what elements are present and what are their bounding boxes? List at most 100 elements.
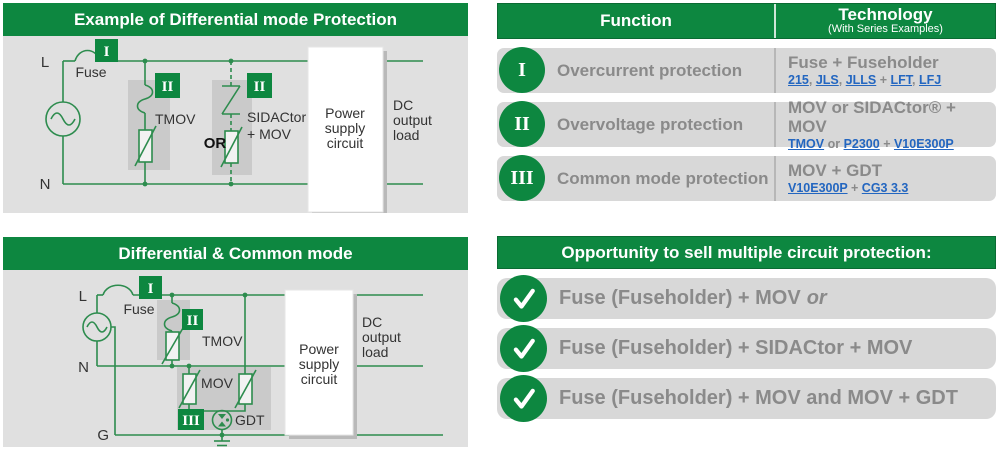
series-link[interactable]: CG3 3.3 — [861, 181, 909, 195]
table-row: I Overcurrent protection Fuse + Fusehold… — [497, 47, 996, 93]
column-header-technology: Technology (With Series Examples) — [776, 4, 995, 38]
power-supply-label-3: circuit — [327, 135, 364, 151]
series-links: V10E300P + CG3 3.3 — [788, 180, 992, 196]
badge-ii-tmov: II — [155, 73, 180, 98]
fuse-label: Fuse — [75, 64, 106, 80]
separator: , — [808, 73, 816, 87]
table-header: Function Technology (With Series Example… — [497, 3, 996, 39]
ac-source-icon — [45, 101, 81, 137]
dc-label-1: DC — [393, 97, 413, 113]
technology-cell: Fuse + Fuseholder 215, JLS, JLLS + LFT, … — [774, 48, 996, 93]
power-supply-label-1: Power — [325, 105, 365, 121]
technology-title: MOV + GDT — [788, 161, 882, 180]
separator: or — [824, 136, 844, 151]
mov-label: MOV — [201, 375, 234, 391]
power-supply-label-2: supply — [325, 120, 365, 136]
sidactor-branch — [220, 61, 243, 184]
line-l-label: L — [79, 288, 87, 305]
tmov-branch — [161, 295, 184, 366]
panel-title: Differential & Common mode — [3, 237, 468, 270]
series-link[interactable]: V10E300P — [788, 181, 848, 195]
technology-header-subtitle: (With Series Examples) — [828, 23, 943, 35]
badge-ii-sidactor: II — [247, 73, 272, 98]
badge-i: I — [139, 276, 162, 299]
mov-gdt-branch — [178, 295, 257, 435]
function-cell: Overcurrent protection — [557, 60, 743, 80]
dc-label-2: output — [393, 112, 432, 128]
svg-text:II: II — [187, 313, 199, 329]
numeral-badge-ii: II — [499, 101, 545, 147]
or-label: OR — [204, 135, 227, 152]
panel-title: Example of Differential mode Protection — [3, 3, 468, 36]
common-mode-circuit: Power supply circuit I II III L N G Fuse… — [78, 276, 443, 447]
series-link[interactable]: TMOV — [788, 136, 825, 151]
separator: , — [912, 73, 919, 87]
svg-text:I: I — [148, 281, 154, 297]
badge-iii: III — [178, 409, 204, 430]
technology-cell: MOV or SIDACtor® + MOV TMOV or P2300 + V… — [774, 98, 996, 151]
numeral-badge-iii: III — [499, 155, 545, 201]
series-link[interactable]: JLS — [815, 73, 839, 87]
function-technology-table: Function Technology (With Series Example… — [497, 3, 996, 201]
gdt-label: GDT — [235, 412, 265, 428]
badge-ii: II — [182, 309, 203, 330]
series-links: TMOV or P2300 + V10E300P — [788, 136, 992, 152]
series-link[interactable]: V10E300P — [893, 136, 954, 151]
sidactor-label: SIDACtor — [247, 109, 306, 125]
check-icon — [500, 325, 547, 372]
circuit-wires — [96, 284, 443, 436]
dc-label-3: load — [393, 127, 419, 143]
series-link[interactable]: LFJ — [919, 73, 942, 87]
separator: + — [876, 73, 891, 87]
junction-dots — [169, 292, 248, 438]
technology-title: Fuse + Fuseholder — [788, 53, 939, 72]
check-icon — [500, 375, 547, 422]
technology-header-title: Technology — [838, 5, 933, 24]
power-supply-label-2: supply — [299, 356, 339, 372]
opportunity-panel: Opportunity to sell multiple circuit pro… — [497, 236, 996, 422]
dc-label-3: load — [362, 344, 388, 360]
opportunity-or: or — [806, 287, 827, 309]
common-mode-panel: Differential & Common mode — [3, 237, 468, 447]
dc-label-2: output — [362, 329, 401, 345]
differential-mode-panel: Example of Differential mode Protection — [3, 3, 468, 216]
power-supply-label-3: circuit — [301, 371, 338, 387]
separator: , — [838, 73, 846, 87]
opportunity-item: Fuse (Fuseholder) + SIDACtor + MOV — [497, 325, 996, 372]
svg-text:II: II — [254, 79, 266, 95]
series-link[interactable]: 215 — [788, 73, 809, 87]
opportunity-item: Fuse (Fuseholder) + MOV and MOV + GDT — [497, 375, 996, 422]
series-link[interactable]: P2300 — [843, 136, 880, 151]
svg-text:I: I — [104, 44, 110, 60]
power-supply-label-1: Power — [299, 341, 339, 357]
fuse-label: Fuse — [123, 301, 154, 317]
series-links: 215, JLS, JLLS + LFT, LFJ — [788, 72, 992, 88]
separator: + — [879, 136, 894, 151]
table-row: III Common mode protection MOV + GDT V10… — [497, 155, 996, 201]
tmov-branch — [134, 61, 157, 184]
function-cell: Overvoltage protection — [557, 114, 744, 134]
series-link[interactable]: LFT — [890, 73, 913, 87]
junction-dots — [142, 58, 234, 187]
column-header-function: Function — [498, 4, 776, 38]
sidactor-mov-label: + MOV — [247, 126, 292, 142]
badge-i: I — [95, 39, 118, 62]
dc-label-1: DC — [362, 314, 382, 330]
power-supply-box: Power supply circuit — [307, 46, 387, 216]
line-l-label: L — [41, 54, 49, 71]
svg-text:II: II — [162, 79, 174, 95]
ac-source-icon — [82, 312, 112, 342]
power-supply-box: Power supply circuit — [284, 289, 357, 439]
opportunity-text: Fuse (Fuseholder) + SIDACtor + MOV — [559, 337, 913, 359]
opportunity-text: Fuse (Fuseholder) + MOV — [559, 287, 801, 309]
tmov-label: TMOV — [202, 333, 243, 349]
line-n-label: N — [40, 176, 51, 193]
function-cell: Common mode protection — [557, 168, 769, 188]
numeral-badge-i: I — [499, 47, 545, 93]
tmov-label: TMOV — [155, 111, 196, 127]
technology-cell: MOV + GDT V10E300P + CG3 3.3 — [774, 156, 996, 201]
line-g-label: G — [97, 427, 109, 444]
separator: + — [847, 181, 862, 195]
series-link[interactable]: JLLS — [845, 73, 877, 87]
